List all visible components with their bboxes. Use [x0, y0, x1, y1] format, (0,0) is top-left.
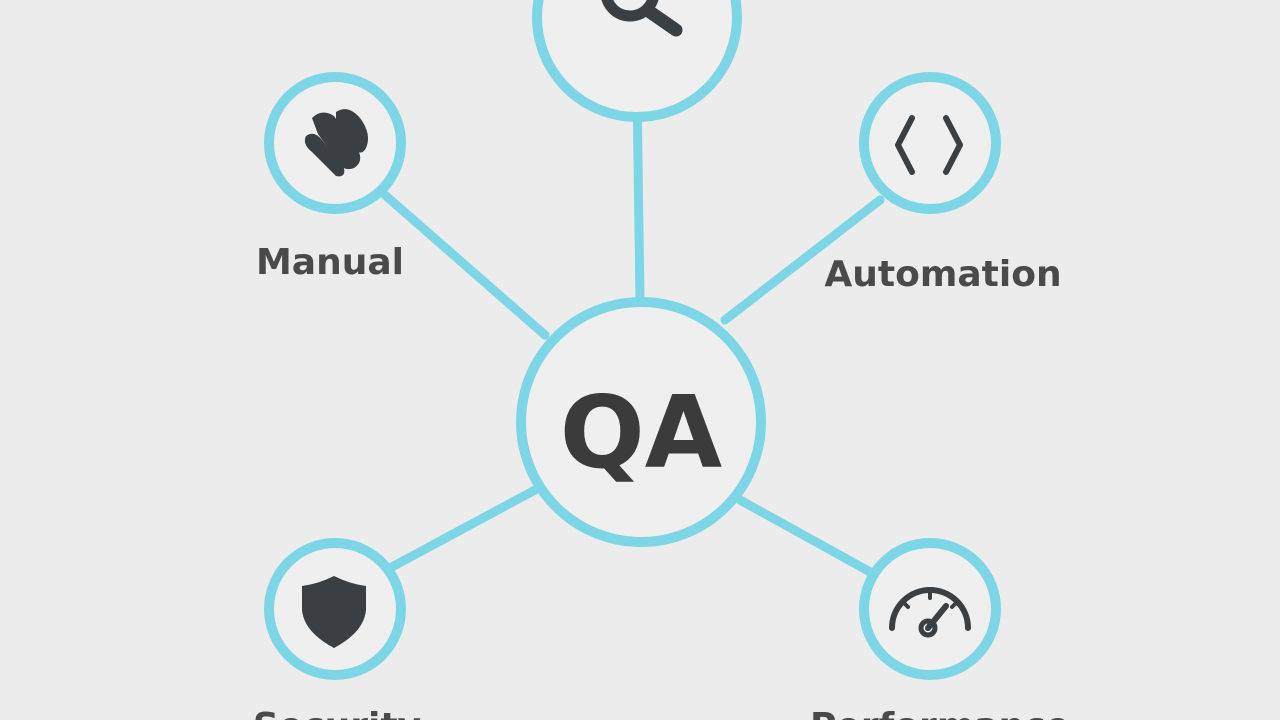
node-security-label: Security: [253, 706, 421, 720]
node-top-ring: [532, 0, 742, 122]
center-label: QA: [560, 374, 722, 491]
connector-manual: [380, 190, 550, 340]
node-automation: Automation: [824, 72, 1062, 295]
node-manual: Manual: [256, 72, 406, 283]
node-performance-label: Performance: [810, 706, 1070, 720]
connector-performance: [735, 495, 877, 578]
search-icon: [601, 0, 683, 37]
node-center: QA: [516, 297, 766, 547]
node-performance: Performance: [810, 538, 1070, 720]
code-brackets-icon: [895, 115, 963, 175]
node-automation-label: Automation: [824, 254, 1061, 295]
node-performance-ring: [859, 538, 1001, 680]
connectors: [380, 87, 885, 578]
speedometer-icon: [889, 587, 971, 638]
node-manual-label: Manual: [256, 242, 404, 283]
hand-icon: [304, 109, 368, 177]
node-top: [532, 0, 742, 122]
node-security: Security: [253, 538, 421, 720]
connector-top: [632, 87, 645, 305]
connector-security: [385, 485, 540, 573]
connector-automation: [720, 195, 885, 325]
node-automation-ring: [859, 72, 1001, 214]
node-center-ring: [516, 297, 766, 547]
shield-icon: [302, 576, 366, 648]
